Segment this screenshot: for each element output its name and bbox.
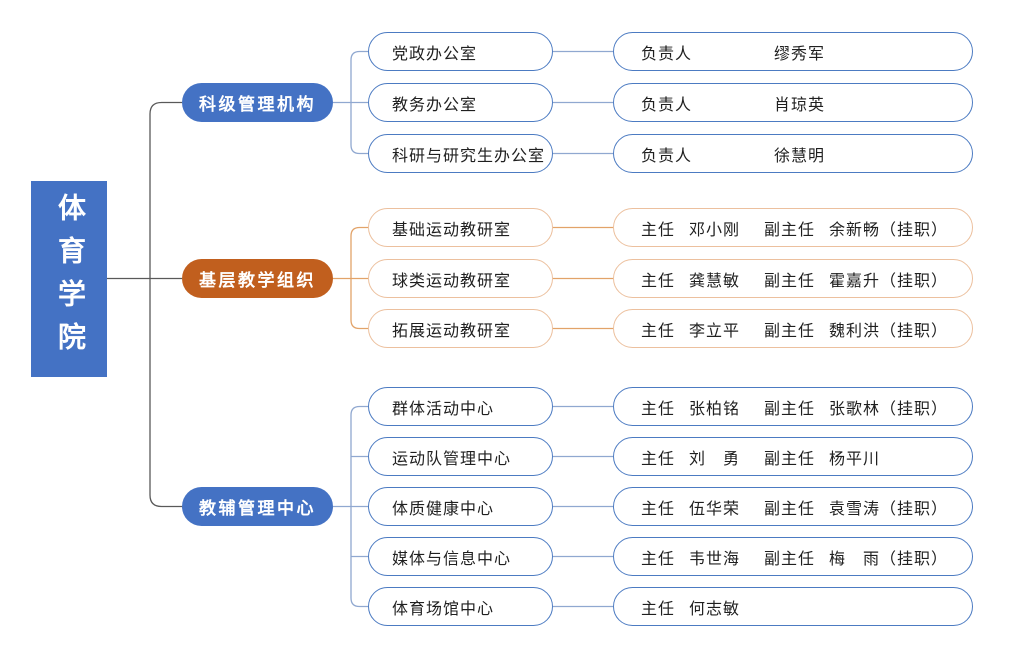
role-name: 袁雪涛（挂职） (829, 500, 949, 518)
branch-3-leaf-3: 主任 伍华荣 副主任 袁雪涛（挂职） (613, 487, 973, 526)
role-title: 主任 (641, 322, 676, 340)
branch-2-pill: 基层教学组织 (182, 259, 333, 298)
role-title: 主任 (641, 500, 676, 518)
role-title: 副主任 (764, 450, 816, 468)
root-node: 体育学院 (31, 181, 107, 377)
role-name: 魏利洪（挂职） (829, 322, 949, 340)
role-title: 负责人 (641, 45, 693, 63)
branch-3-child-1: 群体活动中心 (368, 387, 553, 426)
role-name: 余新畅（挂职） (829, 221, 949, 239)
branch-3-pill: 教辅管理中心 (182, 487, 333, 526)
dept-label: 球类运动教研室 (392, 272, 512, 290)
dept-label: 体质健康中心 (392, 500, 495, 518)
branch3-connectors (333, 405, 613, 608)
role-title: 副主任 (764, 221, 816, 239)
role-title: 副主任 (764, 500, 816, 518)
dept-label: 党政办公室 (392, 45, 478, 63)
role-name: 刘 勇 (689, 450, 741, 468)
branch-1-label: 科级管理机构 (199, 95, 316, 114)
dept-label: 媒体与信息中心 (392, 550, 512, 568)
branch-3-leaf-5: 主任 何志敏 (613, 587, 973, 626)
role-title: 主任 (641, 400, 676, 418)
branch-2-leaf-2: 主任 龚慧敏 副主任 霍嘉升（挂职） (613, 259, 973, 298)
role-title: 负责人 (641, 147, 693, 165)
role-name: 邓小刚 (689, 221, 741, 239)
branch-3-leaf-4: 主任 韦世海 副主任 梅 雨（挂职） (613, 537, 973, 576)
branch-3-child-2: 运动队管理中心 (368, 437, 553, 476)
role-title: 副主任 (764, 550, 816, 568)
role-name: 李立平 (689, 322, 741, 340)
branch-1-child-3: 科研与研究生办公室 (368, 134, 553, 173)
role-name: 徐慧明 (774, 147, 826, 165)
branch1-connectors (333, 50, 613, 155)
branch-1-leaf-1: 负责人 缪秀军 (613, 32, 973, 71)
role-title: 主任 (641, 600, 676, 618)
role-name: 伍华荣 (689, 500, 741, 518)
role-name: 韦世海 (689, 550, 741, 568)
role-title: 主任 (641, 272, 676, 290)
role-name: 缪秀军 (774, 45, 826, 63)
dept-label: 运动队管理中心 (392, 450, 512, 468)
branch-3-leaf-2: 主任 刘 勇 副主任 杨平川 (613, 437, 973, 476)
dept-label: 教务办公室 (392, 96, 478, 114)
branch-3-child-3: 体质健康中心 (368, 487, 553, 526)
role-name: 杨平川 (829, 450, 881, 468)
role-name: 霍嘉升（挂职） (829, 272, 949, 290)
dept-label: 拓展运动教研室 (392, 322, 512, 340)
branch-1-leaf-2: 负责人 肖琼英 (613, 83, 973, 122)
branch-2-leaf-3: 主任 李立平 副主任 魏利洪（挂职） (613, 309, 973, 348)
dept-label: 体育场馆中心 (392, 600, 495, 618)
dept-label: 群体活动中心 (392, 400, 495, 418)
branch-2-child-1: 基础运动教研室 (368, 208, 553, 247)
dept-label: 科研与研究生办公室 (392, 147, 546, 165)
branch-3-child-4: 媒体与信息中心 (368, 537, 553, 576)
branch-3-label: 教辅管理中心 (199, 499, 316, 518)
role-title: 副主任 (764, 400, 816, 418)
role-title: 主任 (641, 450, 676, 468)
branch2-connectors (333, 226, 613, 330)
role-title: 负责人 (641, 96, 693, 114)
role-title: 主任 (641, 550, 676, 568)
role-name: 梅 雨（挂职） (829, 550, 949, 568)
root-label: 体育学院 (54, 193, 85, 365)
role-name: 张歌林（挂职） (829, 400, 949, 418)
role-name: 张柏铭 (689, 400, 741, 418)
role-title: 副主任 (764, 322, 816, 340)
branch-3-child-5: 体育场馆中心 (368, 587, 553, 626)
role-name: 肖琼英 (774, 96, 826, 114)
branch-1-pill: 科级管理机构 (182, 83, 333, 122)
branch-1-leaf-3: 负责人 徐慧明 (613, 134, 973, 173)
role-name: 何志敏 (689, 600, 741, 618)
role-title: 副主任 (764, 272, 816, 290)
branch-2-leaf-1: 主任 邓小刚 副主任 余新畅（挂职） (613, 208, 973, 247)
branch-3-leaf-1: 主任 张柏铭 副主任 张歌林（挂职） (613, 387, 973, 426)
role-title: 主任 (641, 221, 676, 239)
branch-2-label: 基层教学组织 (199, 271, 316, 290)
branch-2-child-3: 拓展运动教研室 (368, 309, 553, 348)
branch-1-child-1: 党政办公室 (368, 32, 553, 71)
role-name: 龚慧敏 (689, 272, 741, 290)
trunk-connectors (107, 101, 183, 508)
branch-2-child-2: 球类运动教研室 (368, 259, 553, 298)
branch-1-child-2: 教务办公室 (368, 83, 553, 122)
dept-label: 基础运动教研室 (392, 221, 512, 239)
